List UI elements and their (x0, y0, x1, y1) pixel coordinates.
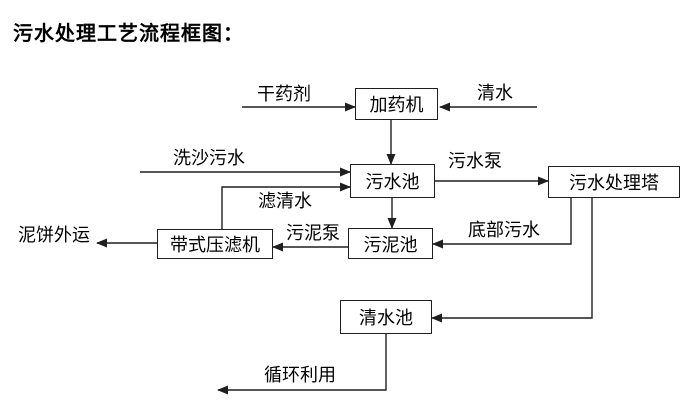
node-treatment-tower: 污水处理塔 (548, 166, 680, 198)
node-sewage-pool-label: 污水池 (365, 172, 420, 193)
node-dosing-machine-label: 加药机 (369, 95, 424, 116)
flow-label-sewage-pump: 污水泵 (448, 151, 502, 172)
flow-label-mud-cake-out: 泥饼外运 (18, 225, 90, 246)
node-clean-water-pool: 清水池 (340, 300, 432, 334)
node-sludge-pool: 污泥池 (348, 228, 433, 259)
edge-recycle-use-arrow (217, 334, 387, 395)
flow-label-sludge-pump: 污泥泵 (286, 223, 340, 244)
flow-label-sand-washing-sewage: 洗沙污水 (173, 148, 245, 169)
diagram-title: 污水处理工艺流程框图： (13, 21, 244, 45)
node-sewage-pool: 污水池 (350, 164, 435, 198)
node-treatment-tower-label: 污水处理塔 (569, 173, 659, 194)
edge-tower-to-clean-water-pool-arrow (431, 198, 593, 323)
node-dosing-machine: 加药机 (355, 88, 438, 120)
flow-label-recycle-use: 循环利用 (264, 365, 336, 386)
node-belt-filter-press: 带式压滤机 (157, 229, 273, 259)
flow-label-clean-water: 清水 (477, 83, 513, 104)
flow-label-bottom-sewage: 底部污水 (468, 220, 540, 241)
node-clean-water-pool-label: 清水池 (359, 308, 413, 329)
node-sludge-pool-label: 污泥池 (363, 234, 418, 256)
flow-label-dry-agent: 干药剂 (257, 84, 311, 105)
edge-filtered-water-arrow (221, 182, 351, 229)
flow-label-filtered-water: 滤清水 (258, 191, 312, 212)
node-belt-filter-press-label: 带式压滤机 (170, 235, 260, 256)
edge-bottom-sewage-arrow (432, 198, 572, 249)
